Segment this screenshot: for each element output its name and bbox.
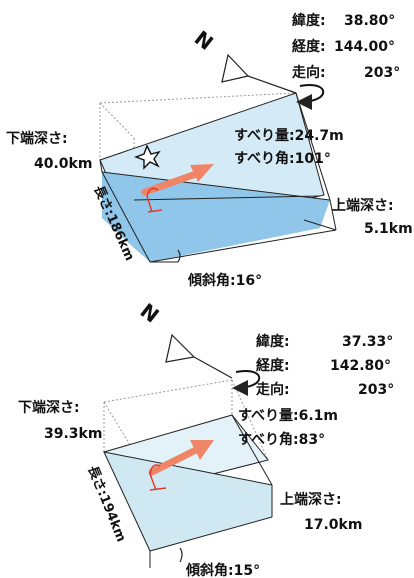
rake-angle-arc-icon — [146, 187, 163, 213]
strike-label: 走向: — [292, 64, 326, 81]
latitude-value: 37.33° — [342, 334, 393, 350]
svg-text:N: N — [190, 26, 218, 55]
dip-label: 傾斜角:15° — [185, 562, 260, 578]
longitude-label: 経度: — [256, 357, 290, 374]
dip-angle-arc — [177, 249, 181, 263]
top-depth-label: 上端深さ: — [280, 491, 342, 508]
strike-value: 203° — [364, 65, 400, 81]
dip-label: 傾斜角:16° — [187, 272, 262, 289]
bottom-depth-value: 39.3km — [44, 426, 102, 442]
top-depth-value: 17.0km — [304, 517, 362, 533]
north-arrow-icon: N — [190, 26, 297, 94]
strike-label: 走向: — [256, 381, 290, 398]
epicenter-star-icon — [134, 144, 161, 170]
latitude-label: 緯度: — [256, 333, 290, 350]
longitude-value: 142.80° — [330, 358, 391, 374]
slip-angle: すべり角:83° — [238, 431, 325, 448]
fault-plane-side — [102, 172, 330, 262]
slip-arrow-icon — [148, 440, 214, 476]
dip-angle-arc — [179, 547, 183, 563]
rake-angle-arc-icon — [149, 464, 167, 491]
slip-amount: すべり量:24.7m — [234, 128, 344, 144]
strike-curved-arrow-icon — [296, 83, 325, 110]
latitude-value: 38.80° — [344, 13, 395, 29]
fault-model-2: N 緯度: 37.33° 経度: 142.80° 走向: 203° 下端深さ: … — [18, 298, 394, 578]
svg-text:N: N — [136, 298, 164, 327]
slip-amount: すべり量:6.1m — [238, 408, 338, 424]
slip-angle: すべり角:101° — [234, 150, 331, 167]
bottom-depth-label: 下端深さ: — [18, 399, 80, 416]
bottom-depth-label: 下端深さ: — [6, 130, 68, 147]
top-depth-value: 5.1km — [364, 221, 413, 237]
bottom-depth-value: 40.0km — [34, 156, 92, 172]
strike-curved-arrow-icon — [232, 369, 261, 396]
strike-value: 203° — [358, 382, 394, 398]
latitude-label: 緯度: — [292, 12, 326, 29]
box-front-lines — [103, 414, 273, 568]
longitude-label: 経度: — [292, 38, 326, 55]
longitude-value: 144.00° — [334, 39, 395, 55]
top-depth-label: 上端深さ: — [332, 197, 394, 214]
fault-model-1: N 緯度: 38.80° 経度: 144.00° 走向: 203° 下端深さ: … — [6, 12, 413, 289]
north-arrow-icon: N — [136, 298, 233, 379]
box-front-lines — [99, 92, 337, 263]
